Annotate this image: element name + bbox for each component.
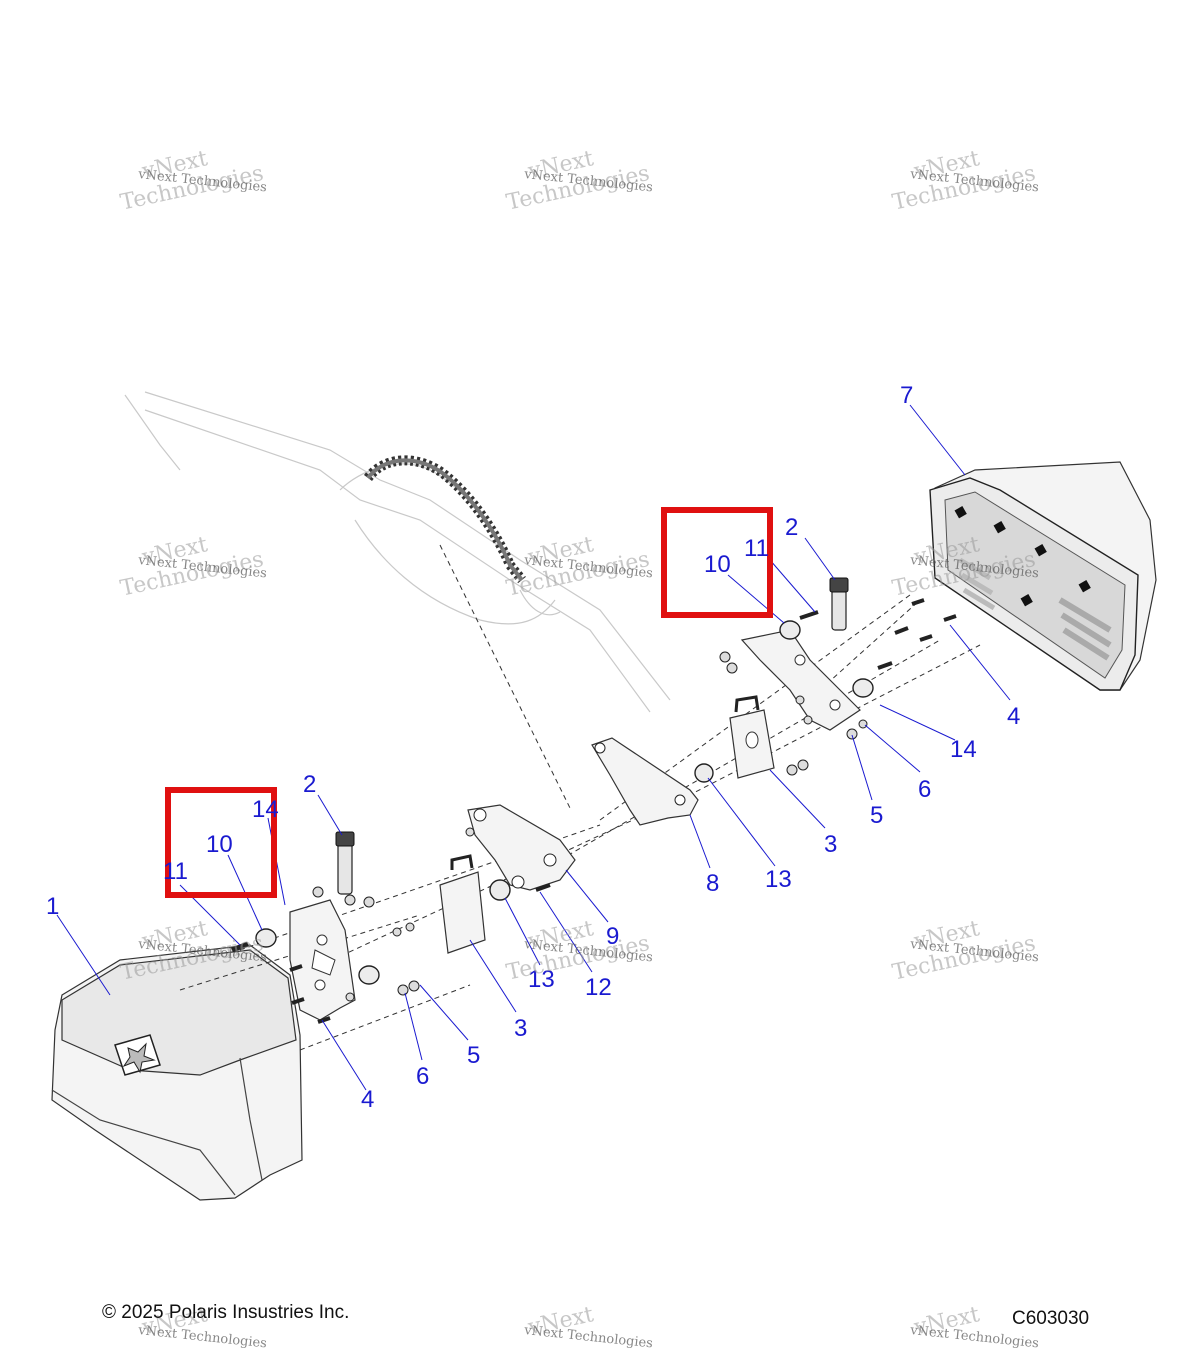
callout-2-left: 2 <box>303 771 316 798</box>
callout-3-left: 3 <box>514 1015 527 1042</box>
assembly-line-frame <box>439 544 571 809</box>
copyright-notice: © 2025 Polaris Insustries Inc. <box>102 1302 350 1323</box>
callout-11-left: 11 <box>163 858 188 885</box>
callout-13-right: 13 <box>765 866 792 893</box>
callout-10-left: 10 <box>206 831 233 858</box>
left-hardware <box>231 886 420 1024</box>
callout-6-left: 6 <box>416 1063 429 1090</box>
callout-14-right: 14 <box>950 736 977 763</box>
callout-5-right: 5 <box>870 802 883 829</box>
right-mounting-plate <box>740 629 861 731</box>
callout-10-right: 10 <box>704 551 731 578</box>
diagram-code: C603030 <box>1012 1308 1090 1329</box>
highlight-box-left <box>165 787 277 898</box>
frame-rail <box>363 455 526 584</box>
left-mounting-plate <box>289 899 356 1021</box>
callout-5-left: 5 <box>467 1042 480 1069</box>
callout-4-left: 4 <box>361 1086 374 1113</box>
right-bumper <box>694 763 714 783</box>
left-latch <box>439 854 486 954</box>
callout-6-right: 6 <box>918 776 931 803</box>
right-saddlebag <box>929 461 1157 691</box>
callout-4-right: 4 <box>1007 703 1020 730</box>
left-bumper <box>489 879 511 901</box>
callout-7: 7 <box>900 382 913 409</box>
callout-14-left: 14 <box>252 796 279 823</box>
callout-labels: 1 2 2 3 3 4 4 5 5 6 6 7 8 9 10 10 11 11 … <box>46 382 1020 1113</box>
callout-1: 1 <box>46 893 59 920</box>
callout-13-left: 13 <box>528 966 555 993</box>
left-strap <box>335 831 355 895</box>
highlight-box-right <box>661 507 773 618</box>
polaris-logo <box>114 1034 161 1076</box>
leader-lines <box>56 404 1011 1091</box>
left-bracket <box>465 804 576 891</box>
right-latch <box>729 695 775 779</box>
right-strap <box>829 577 849 631</box>
callout-12: 12 <box>585 974 612 1001</box>
left-bolt-12 <box>535 883 551 892</box>
callout-3-right: 3 <box>824 831 837 858</box>
callout-9: 9 <box>606 923 619 950</box>
callout-2-right: 2 <box>785 514 798 541</box>
callout-8: 8 <box>706 870 719 897</box>
vehicle-frame-outline <box>124 391 671 713</box>
callout-11-right: 11 <box>744 535 769 562</box>
center-bracket <box>591 737 699 826</box>
right-hardware <box>719 598 957 776</box>
left-saddlebag <box>51 944 303 1201</box>
